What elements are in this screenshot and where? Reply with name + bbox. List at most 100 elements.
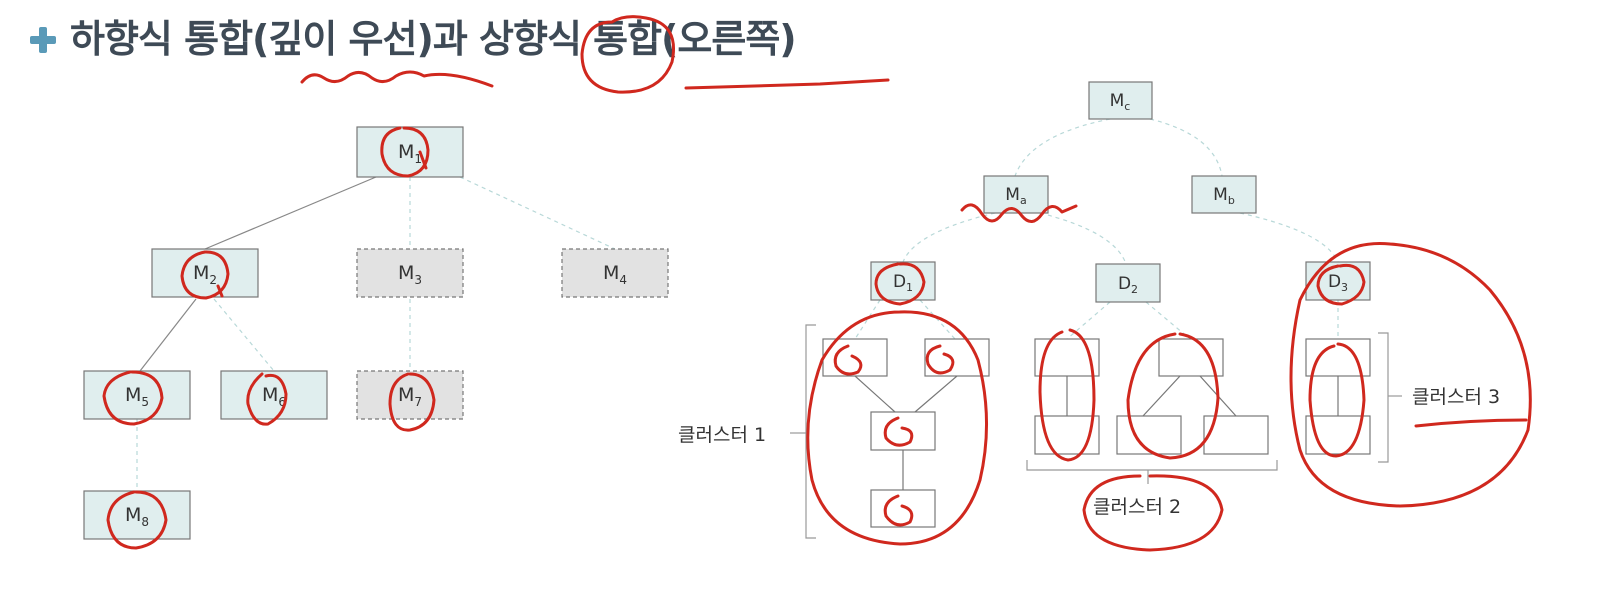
cluster1-module-d	[870, 489, 936, 528]
title-bar: 하향식 통합(깊이 우선)과 상향식 통합(오른쪽)	[30, 8, 797, 63]
circle-m5	[102, 370, 164, 426]
node-m2-sub: 2	[209, 273, 217, 287]
svg-text:M2: M2	[193, 262, 217, 287]
svg-text:M3: M3	[398, 262, 422, 287]
node-m2: M2	[151, 248, 259, 298]
circle-cluster1-inner-d	[883, 494, 914, 527]
circle-cluster3-inner	[1308, 342, 1366, 458]
edge-m2-m5	[139, 298, 197, 372]
circle-m1	[380, 126, 430, 178]
node-m5-sub: 5	[141, 395, 149, 409]
node-m3-base: M	[398, 262, 414, 284]
edge-mc-mb	[1149, 118, 1223, 177]
node-m3-stub: M3	[356, 248, 464, 298]
circle-m2	[180, 250, 230, 300]
node-m8: M8	[83, 490, 191, 540]
node-d3-sub: 3	[1341, 281, 1348, 294]
node-m3-sub: 3	[414, 273, 422, 287]
edge-ma-d2	[1039, 212, 1127, 265]
svg-text:M7: M7	[398, 384, 422, 409]
node-m1: M1	[356, 126, 464, 178]
svg-text:M5: M5	[125, 384, 149, 409]
node-ma-base: M	[1005, 185, 1020, 205]
svg-text:Mb: Mb	[1213, 185, 1235, 207]
node-d3-base: D	[1328, 272, 1341, 292]
cluster1-label: 클러스터 1	[678, 424, 766, 446]
node-m4-stub: M4	[561, 248, 669, 298]
edge-mb-d3	[1239, 212, 1339, 263]
circle-m8	[106, 490, 168, 550]
svg-text:M4: M4	[603, 262, 627, 287]
svg-text:M8: M8	[125, 504, 149, 529]
node-m4-base: M	[603, 262, 619, 284]
edge-mc-ma	[1014, 118, 1111, 177]
squiggle-ma	[960, 203, 1078, 223]
cluster1-modules	[822, 338, 990, 528]
title-underline-right	[684, 78, 890, 90]
node-m7-base: M	[398, 384, 414, 406]
svg-text:Mc: Mc	[1110, 91, 1131, 113]
cluster2-bracket	[1026, 460, 1278, 471]
node-m7-sub: 7	[414, 395, 422, 409]
circle-m6	[246, 372, 288, 426]
circle-cluster1-inner-b	[925, 344, 955, 375]
node-mb: Mb	[1191, 175, 1257, 214]
cluster3-underline	[1414, 418, 1528, 428]
node-m6-sub: 6	[278, 395, 286, 409]
node-m8-base: M	[125, 504, 141, 526]
red-annotations	[102, 15, 1532, 552]
edge-m1-m2	[204, 176, 377, 250]
edge-ma-d1	[902, 212, 996, 263]
circle-d1	[874, 262, 926, 306]
node-m2-base: M	[193, 262, 209, 284]
page-title: 하향식 통합(깊이 우선)과 상향식 통합(오른쪽)	[70, 17, 797, 61]
circle-cluster2-b	[1126, 332, 1220, 460]
cluster2-module-a	[1034, 338, 1100, 377]
node-d2: D2	[1095, 263, 1161, 303]
cluster3-bracket	[1378, 332, 1389, 463]
node-m4-sub: 4	[619, 273, 627, 287]
circle-cluster1	[806, 310, 988, 546]
svg-text:D3: D3	[1328, 272, 1348, 294]
svg-text:D1: D1	[893, 272, 913, 294]
svg-text:Ma: Ma	[1005, 185, 1026, 207]
circle-cluster2-label	[1082, 474, 1224, 552]
node-mc: Mc	[1088, 81, 1153, 120]
node-d2-sub: 2	[1131, 283, 1138, 296]
cluster2-label: 클러스터 2	[1093, 496, 1181, 518]
cluster3-label: 클러스터 3	[1412, 386, 1500, 408]
node-m7-stub: M7	[356, 370, 464, 420]
node-d1-sub: 1	[906, 281, 913, 294]
node-m8-sub: 8	[141, 515, 149, 529]
node-ma: Ma	[983, 175, 1049, 214]
cluster2-module-d	[1116, 415, 1182, 455]
node-mc-base: M	[1110, 91, 1125, 111]
node-mc-sub: c	[1124, 100, 1130, 113]
node-m6: M6	[220, 370, 328, 420]
circle-cluster3-large	[1289, 241, 1532, 508]
svg-text:D2: D2	[1118, 274, 1138, 296]
node-mb-sub: b	[1228, 194, 1235, 207]
cluster2-modules	[1034, 338, 1269, 455]
cluster-brackets	[790, 324, 1402, 539]
node-ma-sub: a	[1020, 194, 1027, 207]
svg-text:M6: M6	[262, 384, 286, 409]
cluster2-module-b	[1158, 338, 1224, 377]
title-squiggle-underline	[300, 70, 494, 88]
edge-m1-m4	[459, 176, 616, 250]
edge-d1-c1b	[919, 299, 956, 340]
edge-d2-c2b	[1145, 301, 1191, 340]
circle-d3	[1316, 263, 1366, 306]
circle-cluster1-inner-c	[883, 416, 914, 447]
edge-d2-c2	[1066, 301, 1111, 340]
edge-m2-m6	[213, 298, 275, 372]
cluster1-bracket	[805, 324, 816, 539]
svg-text:M1: M1	[398, 141, 422, 166]
bottomup-edges	[854, 118, 1339, 340]
node-m1-base: M	[398, 141, 414, 163]
topdown-edges	[136, 176, 616, 491]
node-d2-base: D	[1118, 274, 1131, 294]
node-mb-base: M	[1213, 185, 1228, 205]
node-m6-base: M	[262, 384, 278, 406]
node-m5-base: M	[125, 384, 141, 406]
